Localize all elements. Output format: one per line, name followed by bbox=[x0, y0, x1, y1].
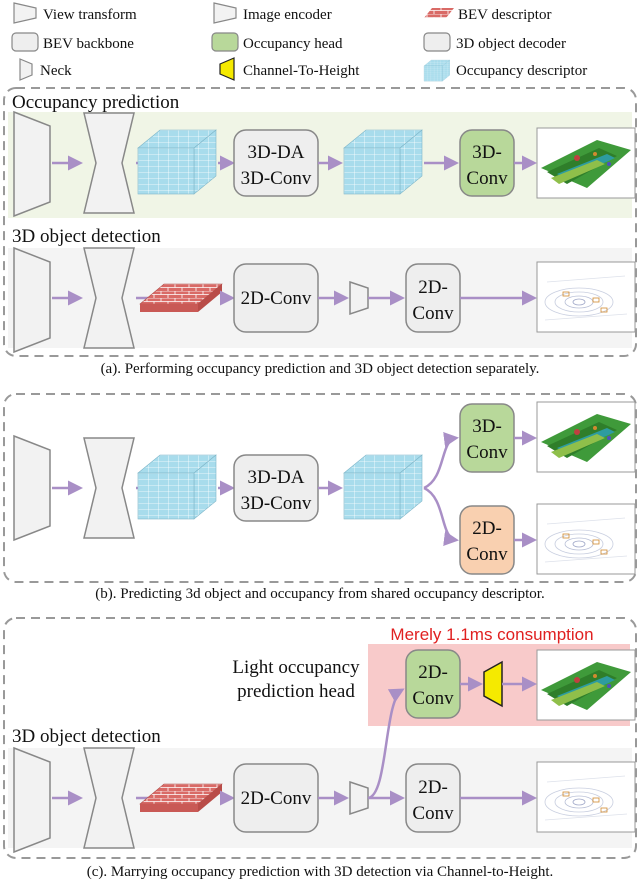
panel-c-det-head-line2: Conv bbox=[412, 803, 454, 824]
panel-c: Merely 1.1ms consumption Light occupancy… bbox=[3, 617, 637, 880]
panel-b-occ-head-line2: Conv bbox=[466, 442, 508, 463]
panel-b-occupancy-result-image bbox=[536, 401, 636, 473]
panel-a-caption: (a). Performing occupancy prediction and… bbox=[101, 361, 540, 377]
panel-c-channel-to-height bbox=[483, 660, 503, 708]
panel-b-caption: (b). Predicting 3d object and occupancy … bbox=[95, 586, 544, 602]
occupancy-head-icon bbox=[211, 32, 239, 52]
panel-a-det-view-transform bbox=[13, 247, 51, 353]
panel-b-view-transform bbox=[13, 435, 51, 541]
panel-c-neck bbox=[349, 780, 369, 816]
panel-b-shared-occ-descriptor bbox=[343, 454, 423, 520]
legend-image-encoder: Image encoder bbox=[213, 2, 332, 24]
legend-channel-to-height: Channel-To-Height bbox=[219, 57, 360, 81]
panel-c-border bbox=[3, 617, 637, 859]
legend-occupancy-descriptor: Occupancy descriptor bbox=[423, 59, 587, 82]
panel-b-occ-descriptor bbox=[137, 454, 217, 520]
bev-descriptor-icon bbox=[424, 8, 454, 18]
arrow-branch-down bbox=[423, 486, 459, 546]
panel-b-border bbox=[3, 393, 637, 583]
panel-c-occupancy-result-image bbox=[536, 649, 636, 721]
panel-c-det-head-line1: 2D- bbox=[418, 777, 448, 798]
panel-c-view-transform bbox=[13, 747, 51, 853]
legend-occupancy-descriptor-label: Occupancy descriptor bbox=[456, 63, 587, 79]
legend-occupancy-head: Occupancy head bbox=[211, 32, 343, 52]
panel-b-3d-conv-line2: 3D-Conv bbox=[241, 493, 312, 514]
panel-b-3d-conv-line1: 3D-DA bbox=[248, 467, 305, 488]
panel-a-det-head-line1: 2D- bbox=[418, 277, 448, 298]
panel-a-neck bbox=[349, 280, 369, 316]
panel-a-3d-conv-line2: 3D-Conv bbox=[241, 168, 312, 189]
panel-a-occ-descriptor bbox=[137, 129, 217, 195]
occupancy-descriptor-icon bbox=[423, 59, 450, 82]
legend-channel-to-height-label: Channel-To-Height bbox=[243, 63, 360, 79]
panel-a-border bbox=[3, 87, 637, 357]
arrow-to-light-head bbox=[367, 688, 405, 800]
neck-icon bbox=[19, 58, 33, 81]
arrow-branch-up bbox=[423, 432, 459, 490]
panel-c-occ-head-line1: 2D- bbox=[418, 662, 448, 683]
panel-c-caption: (c). Marrying occupancy prediction with … bbox=[87, 864, 554, 880]
panel-b-occ-head-line1: 3D- bbox=[472, 416, 502, 437]
panel-a-det-title: 3D object detection bbox=[12, 226, 161, 247]
panel-c-2d-conv-label: 2D-Conv bbox=[241, 788, 312, 809]
panel-a-occ-descriptor-2 bbox=[343, 129, 423, 195]
panel-a-occ-title: Occupancy prediction bbox=[12, 92, 180, 113]
panel-a-occ-head-line1: 3D- bbox=[472, 142, 502, 163]
panel-c-light-head-line2: prediction head bbox=[237, 681, 355, 702]
panel-b-detection-result-image bbox=[536, 503, 636, 575]
panel-a-3d-conv-line1: 3D-DA bbox=[248, 142, 305, 163]
legend-bev-descriptor-label: BEV descriptor bbox=[458, 7, 551, 23]
panel-a-det-head-line2: Conv bbox=[412, 303, 454, 324]
panel-c-occ-head-line2: Conv bbox=[412, 688, 454, 709]
legend-view-transform: View transform bbox=[13, 2, 137, 24]
panel-a-2d-conv-label: 2D-Conv bbox=[241, 288, 312, 309]
panel-c-light-head-line1: Light occupancy bbox=[232, 657, 360, 678]
legend-object-decoder-label: 3D object decoder bbox=[456, 36, 566, 52]
legend-occupancy-head-label: Occupancy head bbox=[243, 36, 343, 52]
view-transform-icon bbox=[13, 2, 37, 24]
panel-a-occupancy-result-image bbox=[536, 127, 636, 199]
panel-a-view-transform bbox=[13, 111, 51, 217]
legend: View transform Image encoder BEV descrip… bbox=[11, 2, 587, 82]
panel-b-det-head-line1: 2D- bbox=[472, 518, 502, 539]
image-encoder-icon bbox=[213, 2, 237, 24]
legend-bev-backbone: BEV backbone bbox=[11, 32, 134, 52]
legend-neck: Neck bbox=[19, 58, 72, 81]
legend-bev-backbone-label: BEV backbone bbox=[43, 36, 134, 52]
panel-a-occ-head-line2: Conv bbox=[466, 168, 508, 189]
panel-a: Occupancy prediction 3D-DA 3D-Conv 3D- C… bbox=[3, 87, 637, 377]
channel-to-height-icon bbox=[219, 57, 235, 81]
legend-view-transform-label: View transform bbox=[43, 7, 137, 23]
object-decoder-icon bbox=[423, 32, 451, 52]
panel-a-detection-result-image bbox=[536, 261, 636, 333]
panel-c-detection-result-image bbox=[536, 761, 636, 833]
legend-image-encoder-label: Image encoder bbox=[243, 7, 332, 23]
panel-c-det-title: 3D object detection bbox=[12, 726, 161, 747]
legend-object-decoder: 3D object decoder bbox=[423, 32, 566, 52]
panel-b-image-encoder bbox=[83, 437, 135, 539]
bev-backbone-icon bbox=[11, 32, 39, 52]
panel-b-det-head-line2: Conv bbox=[466, 544, 508, 565]
panel-c-consumption-note: Merely 1.1ms consumption bbox=[390, 625, 593, 644]
panel-b: 3D-DA 3D-Conv 3D- Conv 2D- Conv (b). Pre… bbox=[3, 393, 637, 602]
legend-bev-descriptor: BEV descriptor bbox=[424, 7, 551, 23]
legend-neck-label: Neck bbox=[40, 63, 72, 79]
